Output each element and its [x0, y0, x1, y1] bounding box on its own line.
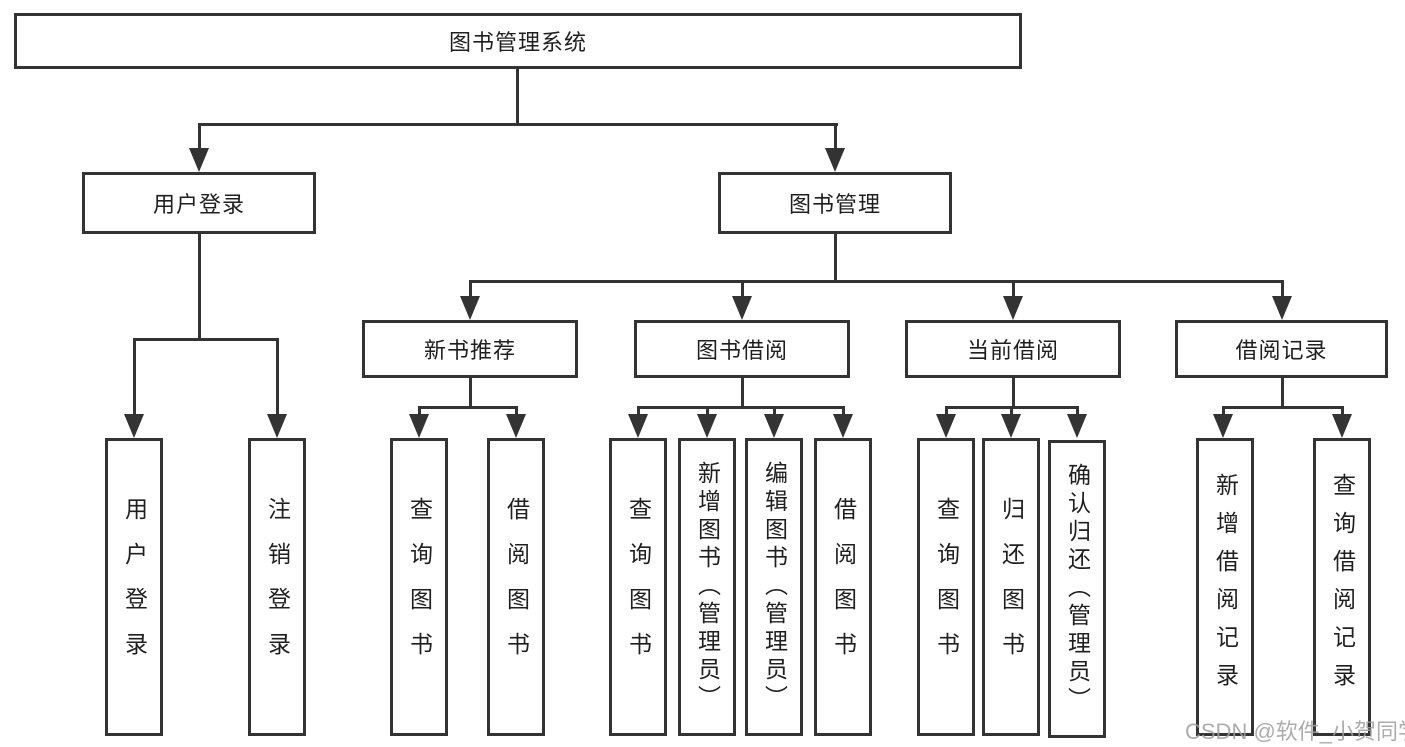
leaf-user-login-label: 用户登录: [121, 497, 148, 677]
connector-borrow-record-down: [1281, 378, 1284, 409]
arrowhead-cb-leaf1: [936, 414, 956, 438]
arrowhead-borrow-record: [1272, 296, 1292, 320]
connector-nb-leaf2-stem: [515, 406, 518, 418]
connector-br-leaf1-stem: [1222, 406, 1225, 418]
node-library-system: 图书管理系统: [14, 13, 1022, 69]
node-user-login-label: 用户登录: [152, 192, 245, 217]
connector-borrow-record-hline: [1222, 406, 1344, 409]
node-borrowing-records: 借阅记录: [1175, 320, 1388, 378]
leaf-logout-label: 注销登录: [264, 497, 291, 677]
connector-bb-leaf4-stem: [842, 406, 845, 418]
leaf-query-books-current: 查询图书: [917, 438, 975, 736]
arrowhead-book-borrow: [732, 296, 752, 320]
connector-new-book-stem: [469, 280, 472, 300]
connector-user-login-down: [198, 234, 201, 341]
connector-nb-leaf1-stem: [418, 406, 421, 418]
connector-cb-leaf2-stem: [1010, 406, 1013, 418]
connector-cb-leaf3-stem: [1076, 406, 1079, 418]
watermark: CSDN @软件_小贺同学: [1185, 719, 1405, 744]
connector-current-borrow-down: [1012, 378, 1015, 409]
leaf-query-books-borrowing: 查询图书: [609, 438, 667, 736]
connector-cb-leaf1-stem: [945, 406, 948, 418]
connector-new-book-down: [469, 378, 472, 409]
arrowhead-book-mgmt: [825, 148, 845, 172]
leaf-query-books-recommend-label: 查询图书: [406, 497, 433, 677]
connector-br-leaf2-stem: [1341, 406, 1344, 418]
arrowhead-br-leaf1: [1213, 414, 1233, 438]
connector-leaf-login-stem: [133, 338, 136, 418]
arrowhead-leaf-login: [124, 414, 144, 438]
node-book-borrowing-label: 图书借阅: [695, 338, 788, 363]
leaf-add-books-admin: 新增图书（管理员）: [678, 438, 736, 736]
arrowhead-bb-leaf1: [628, 414, 648, 438]
connector-new-book-hline: [418, 406, 518, 409]
leaf-edit-books-admin-label: 编辑图书（管理员）: [761, 461, 788, 713]
arrowhead-cb-leaf2: [1001, 414, 1021, 438]
leaf-query-borrow-record: 查询借阅记录: [1313, 438, 1371, 736]
connector-book-mgmt-down: [834, 234, 837, 283]
connector-root-hline: [198, 123, 838, 126]
connector-book-borrow-hline: [637, 406, 845, 409]
leaf-borrow-books-recommend: 借阅图书: [487, 438, 545, 736]
connector-book-borrow-down: [741, 378, 744, 409]
node-book-borrowing: 图书借阅: [634, 320, 850, 378]
connector-bb-leaf1-stem: [637, 406, 640, 418]
leaf-borrow-books-borrowing-label: 借阅图书: [830, 497, 857, 677]
node-book-management: 图书管理: [718, 172, 952, 234]
connector-user-login-stem: [198, 123, 201, 151]
connector-bb-leaf3-stem: [773, 406, 776, 418]
node-current-borrowing-label: 当前借阅: [966, 338, 1059, 363]
leaf-return-books-label: 归还图书: [998, 497, 1025, 677]
leaf-query-books-current-label: 查询图书: [933, 497, 960, 677]
connector-leaf-logout-stem: [276, 338, 279, 418]
arrowhead-new-book: [460, 296, 480, 320]
node-library-system-label: 图书管理系统: [448, 30, 587, 55]
connector-root-stem: [516, 68, 519, 126]
arrowhead-nb-leaf2: [506, 414, 526, 438]
arrowhead-current-borrow: [1003, 296, 1023, 320]
arrowhead-leaf-logout: [267, 414, 287, 438]
arrowhead-bb-leaf2: [697, 414, 717, 438]
leaf-add-borrow-record-label: 新增借阅记录: [1212, 473, 1239, 701]
leaf-query-borrow-record-label: 查询借阅记录: [1329, 473, 1356, 701]
node-new-book-recommend: 新书推荐: [362, 320, 578, 378]
leaf-borrow-books-recommend-label: 借阅图书: [503, 497, 530, 677]
leaf-confirm-return-admin-label: 确认归还（管理员）: [1064, 463, 1091, 715]
connector-book-borrow-stem: [741, 280, 744, 300]
leaf-borrow-books-borrowing: 借阅图书: [814, 438, 872, 736]
connector-book-mgmt-stem: [834, 123, 837, 151]
arrowhead-br-leaf2: [1332, 414, 1352, 438]
leaf-add-borrow-record: 新增借阅记录: [1196, 438, 1254, 736]
connector-level3-hline: [469, 280, 1284, 283]
connector-current-borrow-stem: [1012, 280, 1015, 300]
arrowhead-cb-leaf3: [1067, 414, 1087, 438]
leaf-edit-books-admin: 编辑图书（管理员）: [745, 438, 803, 736]
node-user-login: 用户登录: [82, 172, 316, 234]
arrowhead-bb-leaf3: [764, 414, 784, 438]
node-current-borrowing: 当前借阅: [905, 320, 1121, 378]
connector-bb-leaf2-stem: [706, 406, 709, 418]
leaf-user-login: 用户登录: [105, 438, 163, 736]
node-borrowing-records-label: 借阅记录: [1235, 338, 1328, 363]
arrowhead-bb-leaf4: [833, 414, 853, 438]
connector-borrow-record-stem: [1281, 280, 1284, 300]
leaf-query-books-borrowing-label: 查询图书: [625, 497, 652, 677]
leaf-logout: 注销登录: [248, 438, 306, 736]
node-book-management-label: 图书管理: [788, 192, 881, 217]
leaf-confirm-return-admin: 确认归还（管理员）: [1048, 440, 1106, 738]
node-new-book-recommend-label: 新书推荐: [423, 338, 516, 363]
arrowhead-nb-leaf1: [409, 414, 429, 438]
arrowhead-user-login: [189, 148, 209, 172]
leaf-return-books: 归还图书: [982, 438, 1040, 736]
leaf-add-books-admin-label: 新增图书（管理员）: [694, 461, 721, 713]
connector-user-login-hline: [133, 338, 279, 341]
leaf-query-books-recommend: 查询图书: [390, 438, 448, 736]
